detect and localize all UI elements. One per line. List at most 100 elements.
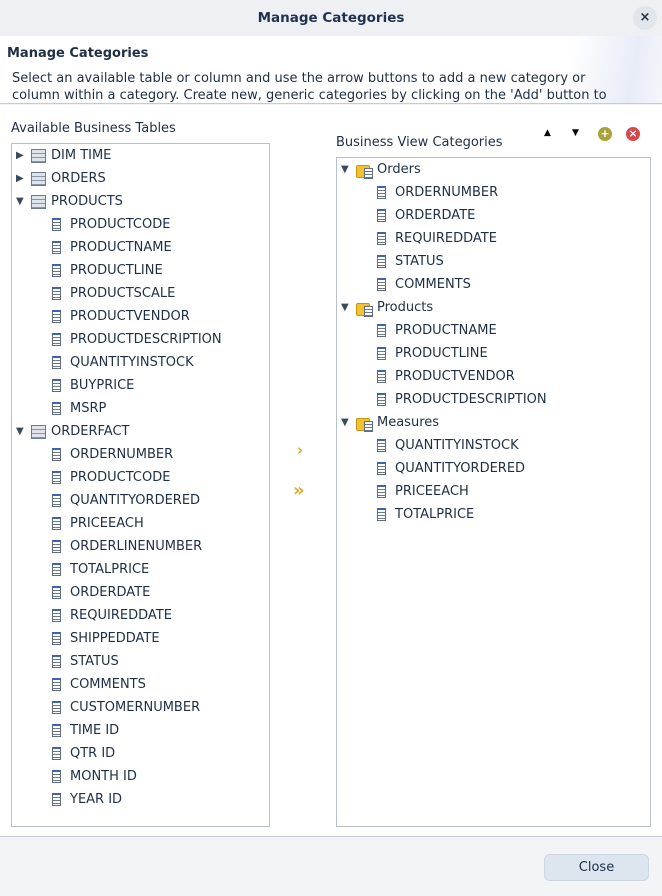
tree-column-item[interactable]: QTR ID	[52, 742, 115, 765]
tree-column-item[interactable]: QUANTITYORDERED	[377, 457, 525, 480]
tree-column-item[interactable]: PRODUCTDESCRIPTION	[377, 388, 547, 411]
tree-category-item[interactable]: ▼Products	[341, 296, 433, 319]
tree-column-item[interactable]: PRODUCTLINE	[377, 342, 488, 365]
tree-item-label: PRICEEACH	[70, 516, 144, 531]
tree-column-item[interactable]: ORDERNUMBER	[52, 443, 173, 466]
tree-column-item[interactable]: REQUIREDDATE	[377, 227, 497, 250]
tree-item-label: BUYPRICE	[70, 378, 135, 393]
tree-item-label: PRODUCTVENDOR	[70, 309, 190, 324]
tree-item-label: SHIPPEDDATE	[70, 631, 160, 646]
tree-column-item[interactable]: ORDERDATE	[52, 581, 150, 604]
tree-column-item[interactable]: BUYPRICE	[52, 374, 134, 397]
tree-column-item[interactable]: STATUS	[377, 250, 444, 273]
column-icon	[52, 333, 61, 346]
tree-item-label: MSRP	[70, 401, 107, 416]
tree-table-item[interactable]: ▶ORDERS	[16, 167, 106, 190]
column-icon	[377, 232, 386, 245]
tree-column-item[interactable]: PRODUCTCODE	[52, 213, 170, 236]
tree-column-item[interactable]: QUANTITYORDERED	[52, 489, 200, 512]
tree-column-item[interactable]: PRODUCTNAME	[52, 236, 172, 259]
tree-column-item[interactable]: ORDERNUMBER	[377, 181, 498, 204]
tree-table-item[interactable]: ▼PRODUCTS	[16, 190, 123, 213]
tree-item-label: ORDERDATE	[70, 585, 151, 600]
column-icon	[52, 632, 61, 645]
column-icon	[52, 678, 61, 691]
tree-column-item[interactable]: MONTH ID	[52, 765, 137, 788]
category-icon	[356, 416, 373, 432]
tree-item-label: QUANTITYORDERED	[395, 461, 526, 476]
tree-column-item[interactable]: PRODUCTCODE	[52, 466, 170, 489]
tree-table-item[interactable]: ▶ DIM TIME	[16, 144, 111, 167]
column-icon	[52, 563, 61, 576]
tree-column-item[interactable]: PRODUCTVENDOR	[377, 365, 515, 388]
column-icon	[377, 278, 386, 291]
header-title: Manage Categories	[7, 46, 149, 61]
tree-column-item[interactable]: PRICEEACH	[377, 480, 469, 503]
column-icon	[52, 402, 61, 415]
tree-item-label: STATUS	[70, 654, 119, 669]
tree-column-item[interactable]: PRODUCTSCALE	[52, 282, 175, 305]
tree-item-label: PRODUCTNAME	[395, 323, 497, 338]
tree-column-item[interactable]: CUSTOMERNUMBER	[52, 696, 200, 719]
tree-column-item[interactable]: TOTALPRICE	[52, 558, 149, 581]
column-icon	[52, 471, 61, 484]
tree-column-item[interactable]: PRODUCTNAME	[377, 319, 497, 342]
column-icon	[52, 540, 61, 553]
dialog-title: Manage Categories	[257, 10, 405, 26]
collapsed-toggle-icon[interactable]: ▶	[16, 150, 24, 161]
tree-column-item[interactable]: PRODUCTLINE	[52, 259, 163, 282]
expanded-toggle-icon[interactable]: ▼	[341, 164, 349, 175]
tree-category-item[interactable]: ▼Orders	[341, 158, 421, 181]
column-icon	[377, 439, 386, 452]
add-selected-arrow-icon[interactable]: ›	[297, 441, 304, 459]
column-icon	[377, 462, 386, 475]
expanded-toggle-icon[interactable]: ▼	[341, 417, 349, 428]
tree-item-label: QUANTITYORDERED	[70, 493, 201, 508]
tree-category-item[interactable]: ▼Measures	[341, 411, 439, 434]
tree-column-item[interactable]: PRODUCTVENDOR	[52, 305, 190, 328]
remove-category-icon[interactable]: ×	[626, 127, 640, 141]
move-down-icon[interactable]: ▼	[572, 128, 579, 138]
tree-item-label: ORDERNUMBER	[70, 447, 174, 462]
tree-item-label: PRODUCTDESCRIPTION	[70, 332, 222, 347]
expanded-toggle-icon[interactable]: ▼	[341, 302, 349, 313]
tree-column-item[interactable]: STATUS	[52, 650, 119, 673]
tree-table-item[interactable]: ▼ORDERFACT	[16, 420, 130, 443]
tree-column-item[interactable]: TIME ID	[52, 719, 119, 742]
tree-item-label: PRODUCTLINE	[70, 263, 163, 278]
column-icon	[52, 448, 61, 461]
tree-column-item[interactable]: ORDERDATE	[377, 204, 475, 227]
tree-column-item[interactable]: YEAR ID	[52, 788, 122, 811]
tree-item-label: PRODUCTDESCRIPTION	[395, 392, 547, 407]
tree-column-item[interactable]: REQUIREDDATE	[52, 604, 172, 627]
column-icon	[52, 241, 61, 254]
add-category-icon[interactable]: +	[598, 127, 612, 141]
tree-item-label: YEAR ID	[70, 792, 123, 807]
tree-column-item[interactable]: TOTALPRICE	[377, 503, 474, 526]
collapsed-toggle-icon[interactable]: ▶	[16, 173, 24, 184]
column-icon	[52, 793, 61, 806]
tree-column-item[interactable]: QUANTITYINSTOCK	[52, 351, 194, 374]
expanded-toggle-icon[interactable]: ▼	[16, 196, 24, 207]
close-button[interactable]: Close	[544, 854, 649, 881]
tree-item-label: MONTH ID	[70, 769, 137, 784]
tree-item-label: COMMENTS	[395, 277, 471, 292]
tree-column-item[interactable]: MSRP	[52, 397, 106, 420]
tree-column-item[interactable]: COMMENTS	[377, 273, 471, 296]
add-all-arrow-icon[interactable]: »	[293, 480, 305, 501]
move-up-icon[interactable]: ▲	[544, 128, 551, 138]
tree-column-item[interactable]: PRODUCTDESCRIPTION	[52, 328, 222, 351]
tree-column-item[interactable]: QUANTITYINSTOCK	[377, 434, 519, 457]
close-icon[interactable]: ×	[633, 6, 657, 30]
tree-column-item[interactable]: COMMENTS	[52, 673, 146, 696]
tree-column-item[interactable]: SHIPPEDDATE	[52, 627, 160, 650]
tree-column-item[interactable]: PRICEEACH	[52, 512, 144, 535]
tree-item-label: COMMENTS	[70, 677, 146, 692]
column-icon	[377, 209, 386, 222]
tree-item-label: DIM TIME	[51, 148, 112, 163]
expanded-toggle-icon[interactable]: ▼	[16, 426, 24, 437]
tree-column-item[interactable]: ORDERLINENUMBER	[52, 535, 202, 558]
column-icon	[377, 370, 386, 383]
